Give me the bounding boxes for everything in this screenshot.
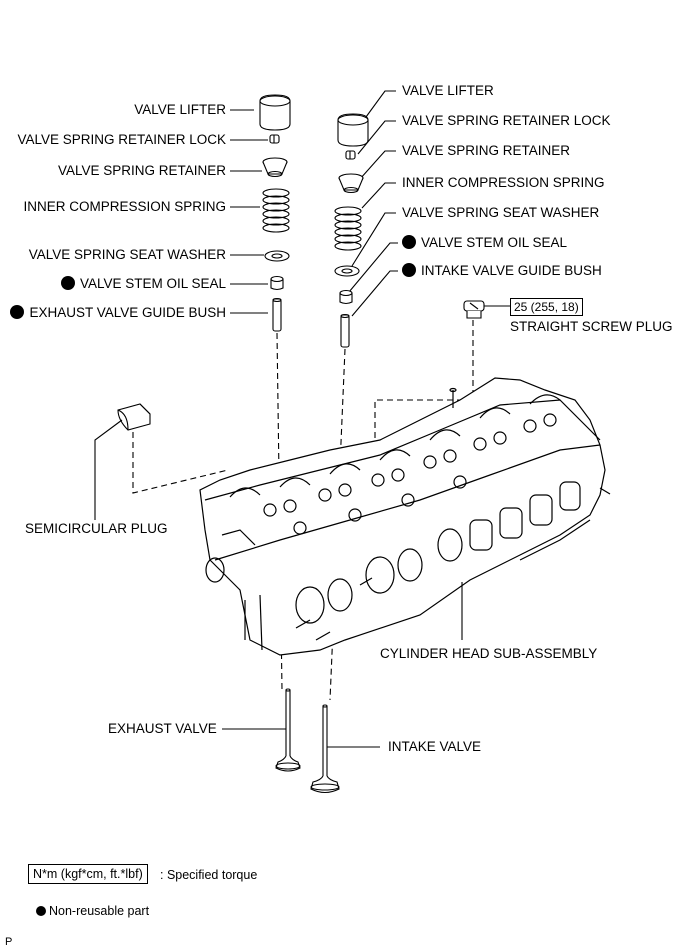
intake-oil-seal-part [339,289,353,305]
exhaust-seat-washer-part [264,250,290,262]
intake-guide-bush-text: INTAKE VALVE GUIDE BUSH [421,263,602,278]
intake-retainer-label: VALVE SPRING RETAINER [402,143,571,158]
cylinder-head-part [199,377,611,656]
intake-spring-part [334,206,362,251]
exhaust-seat-washer-label: VALVE SPRING SEAT WASHER [28,247,226,262]
intake-oil-seal-text: VALVE STEM OIL SEAL [421,235,568,250]
intake-seat-washer-label: VALVE SPRING SEAT WASHER [402,205,600,220]
intake-guide-bush-part [340,313,350,348]
exhaust-retainer-lock-part [269,134,280,144]
exhaust-spring-part [262,188,290,233]
semicircular-plug-label: SEMICIRCULAR PLUG [25,521,168,536]
exhaust-spring-label: INNER COMPRESSION SPRING [23,199,226,214]
exhaust-leaders [230,109,268,314]
legend-nonreusable: Non-reusable part [36,903,149,919]
intake-valve-lifter-part [337,113,369,147]
intake-spring-label: INNER COMPRESSION SPRING [402,175,605,190]
non-reusable-dot-icon [60,276,75,290]
exhaust-guide-bush-text: EXHAUST VALVE GUIDE BUSH [29,305,226,320]
footer-code: P [5,936,13,948]
straight-screw-plug-label: STRAIGHT SCREW PLUG [510,319,673,334]
semicircular-plug-part [117,403,151,431]
exhaust-guide-bush-part [272,297,282,332]
exhaust-valve-part [275,688,301,772]
semicircular-leader [94,419,123,520]
exhaust-guide-bush-label: EXHAUST VALVE GUIDE BUSH [10,305,226,321]
exhaust-oil-seal-text: VALVE STEM OIL SEAL [79,276,226,291]
intake-retainer-lock-label: VALVE SPRING RETAINER LOCK [402,113,611,128]
legend-nonreusable-text: Non-reusable part [49,904,150,918]
exhaust-valve-lifter-part [259,94,291,131]
exhaust-retainer-label: VALVE SPRING RETAINER [57,163,226,178]
exhaust-valve-label: EXHAUST VALVE [108,721,217,736]
intake-seat-washer-part [334,265,360,277]
plug-dashed-line [374,320,474,470]
straight-screw-plug-part [463,300,485,319]
exhaust-oil-seal-label: VALVE STEM OIL SEAL [60,276,226,292]
torque-value-box: 25 (255, 18) [510,298,583,316]
intake-retainer-part [338,173,364,194]
intake-valve-label: INTAKE VALVE [388,739,482,754]
non-reusable-dot-icon [36,906,46,916]
intake-oil-seal-label: VALVE STEM OIL SEAL [402,235,567,251]
exhaust-oil-seal-part [270,275,284,291]
exhaust-retainer-part [262,157,288,178]
exhaust-valve-lifter-label: VALVE LIFTER [134,102,226,117]
intake-valve-part [310,704,340,794]
non-reusable-dot-icon [402,235,416,249]
cylinder-head-label: CYLINDER HEAD SUB-ASSEMBLY [380,646,598,661]
intake-guide-bush-label: INTAKE VALVE GUIDE BUSH [402,263,602,279]
intake-retainer-lock-part [345,150,356,160]
intake-valve-lifter-label: VALVE LIFTER [402,83,494,98]
non-reusable-dot-icon [10,305,25,319]
exhaust-retainer-lock-label: VALVE SPRING RETAINER LOCK [17,132,226,147]
legend-torque-box: N*m (kgf*cm, ft.*lbf) [28,864,148,884]
legend-torque-text: : Specified torque [160,868,258,882]
non-reusable-dot-icon [402,263,416,277]
